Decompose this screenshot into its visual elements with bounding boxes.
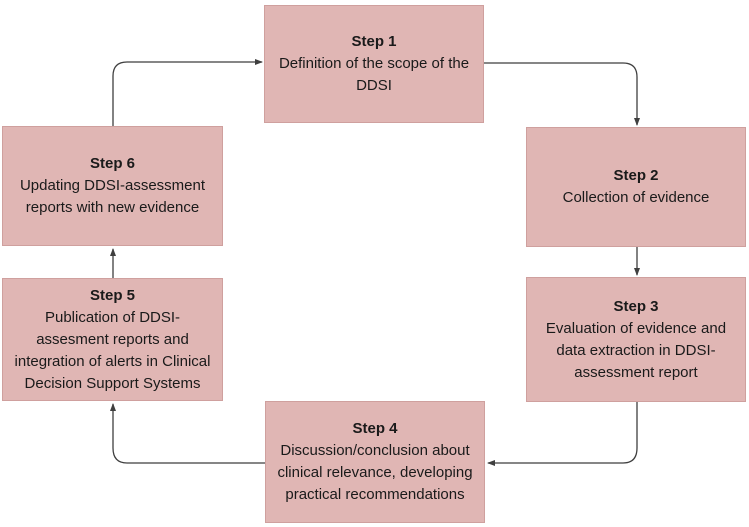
step-6-text: Updating DDSI-assessment reports with ne… bbox=[19, 177, 206, 216]
step-2-box: Step 2 Collection of evidence bbox=[526, 127, 746, 247]
step-4-box: Step 4 Discussion/conclusion about clini… bbox=[265, 401, 485, 523]
connector-step4-to-step5 bbox=[110, 403, 265, 464]
step-5-text: Publication of DDSI-assesment reports an… bbox=[14, 308, 211, 392]
step-3-box: Step 3 Evaluation of evidence and data e… bbox=[526, 277, 746, 402]
connector-step1-to-step2 bbox=[484, 62, 640, 126]
step-5-title: Step 5 bbox=[89, 286, 135, 304]
connector-step3-to-step4 bbox=[487, 402, 638, 466]
step-4-title: Step 4 bbox=[352, 420, 398, 437]
step-4-text: Discussion/conclusion about clinical rel… bbox=[277, 442, 473, 503]
step-3-title: Step 3 bbox=[613, 297, 659, 315]
step-5-box: Step 5 Publication of DDSI-assesment rep… bbox=[2, 278, 223, 401]
connector-step6-to-step1 bbox=[112, 59, 263, 126]
step-6-title: Step 6 bbox=[89, 155, 135, 172]
step-2-title: Step 2 bbox=[613, 167, 659, 184]
step-1-box: Step 1 Definition of the scope of the DD… bbox=[264, 5, 484, 123]
step-3-text: Evaluation of evidence and data extracti… bbox=[545, 319, 727, 381]
step-1-title: Step 1 bbox=[351, 33, 397, 50]
step-6-box: Step 6 Updating DDSI-assessment reports … bbox=[2, 126, 223, 246]
step-2-text: Collection of evidence bbox=[562, 189, 710, 206]
step-1-text: Definition of the scope of the DDSI bbox=[278, 55, 470, 94]
